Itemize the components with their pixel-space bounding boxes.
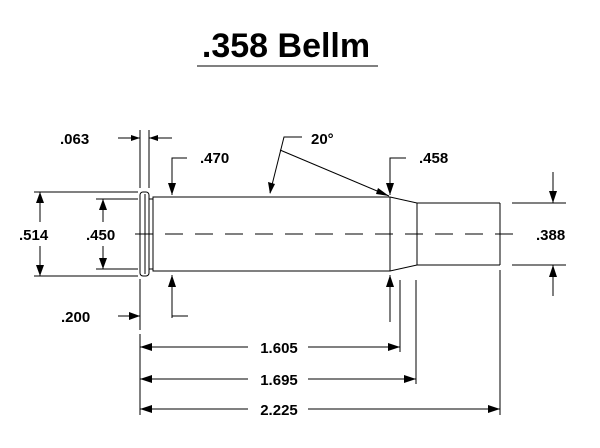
dim-length-to-neck: 1.695 bbox=[140, 372, 416, 389]
dim-overall-length: 2.225 bbox=[140, 402, 500, 419]
label-rim-thickness: .063 bbox=[60, 131, 89, 148]
label-neck-diameter: .388 bbox=[536, 227, 565, 244]
dim-base-diameter: .470 bbox=[168, 150, 229, 195]
label-base-diameter: .470 bbox=[200, 150, 229, 167]
case-body-top bbox=[152, 196, 500, 204]
label-groove-length: .200 bbox=[61, 309, 90, 326]
dim-neck-diameter: .388 bbox=[512, 172, 566, 296]
dim-length-to-shoulder: 1.605 bbox=[140, 340, 400, 357]
dim-shoulder-angle: 20° bbox=[268, 131, 390, 197]
label-groove-diameter: .450 bbox=[86, 227, 115, 244]
dim-groove-length: .200 bbox=[61, 275, 188, 330]
drawing-title: .358 Bellm bbox=[202, 27, 370, 65]
label-length-to-neck: 1.695 bbox=[260, 372, 298, 389]
dim-shoulder-diameter: .458 bbox=[386, 150, 448, 195]
dim-rim-diameter: .514 bbox=[19, 191, 138, 277]
label-rim-diameter: .514 bbox=[19, 227, 49, 244]
label-shoulder-diameter: .458 bbox=[419, 150, 448, 167]
dim-groove-diameter: .450 bbox=[86, 198, 138, 270]
label-shoulder-angle: 20° bbox=[311, 131, 334, 148]
label-length-to-shoulder: 1.605 bbox=[260, 340, 298, 357]
dim-rim-thickness: .063 bbox=[60, 130, 172, 188]
case-body-bottom bbox=[152, 264, 500, 272]
label-overall-length: 2.225 bbox=[260, 402, 298, 419]
